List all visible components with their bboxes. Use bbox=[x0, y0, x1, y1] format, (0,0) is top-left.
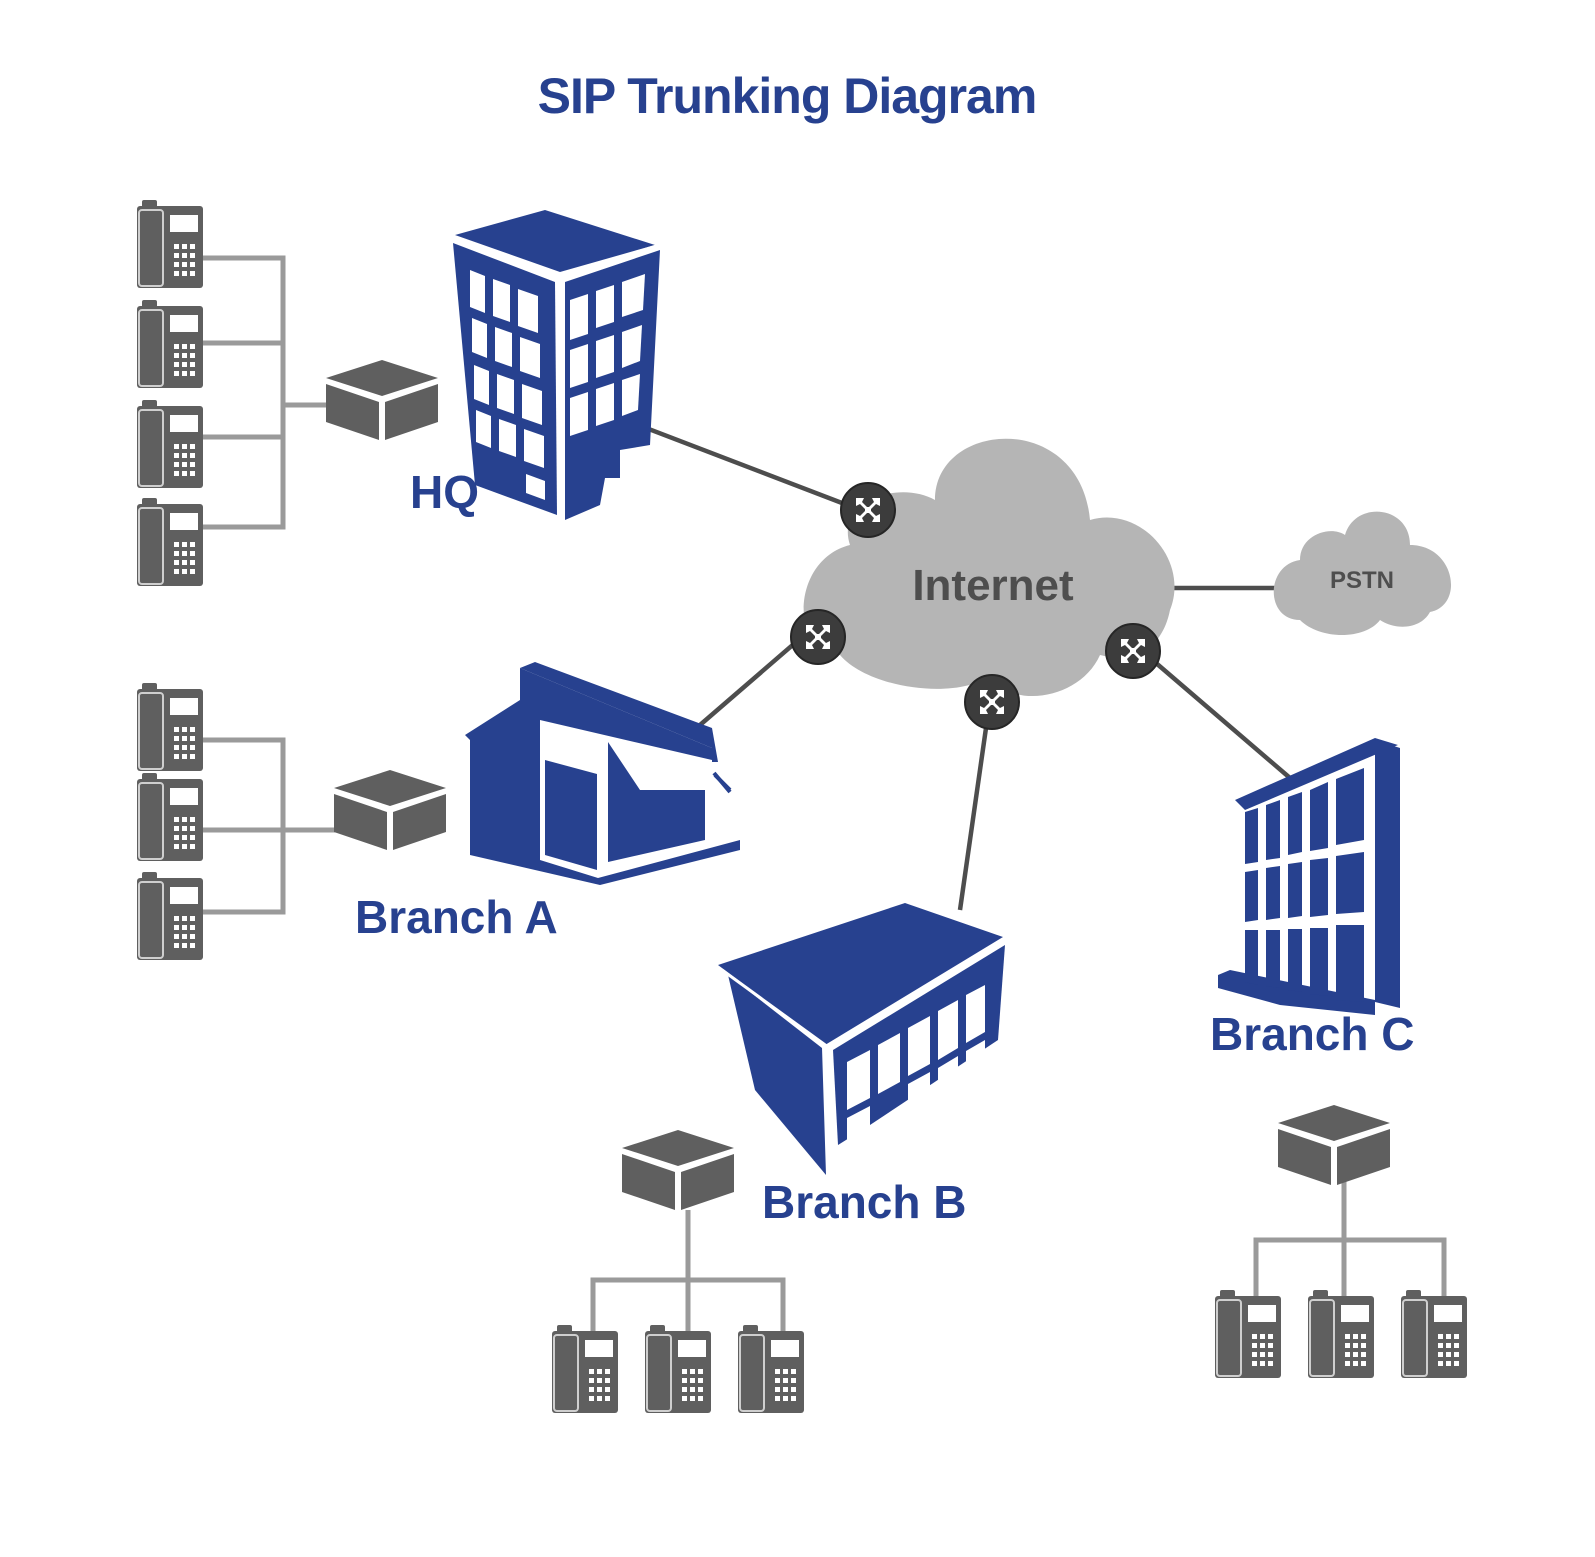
pstn-cloud-icon bbox=[1273, 511, 1452, 635]
branch-a-label: Branch A bbox=[355, 891, 558, 943]
phone-icon bbox=[136, 399, 204, 489]
hq-phone-group bbox=[136, 199, 438, 587]
branch-c-router-icon bbox=[1105, 623, 1161, 679]
branch-b-pbx-box-icon bbox=[622, 1130, 734, 1210]
branch-c-label: Branch C bbox=[1210, 1008, 1414, 1060]
phone-icon bbox=[1214, 1289, 1282, 1379]
branch-b-link bbox=[957, 699, 993, 911]
branch-a-storefront-icon bbox=[465, 662, 740, 885]
branch-c-office-building-icon bbox=[1218, 738, 1400, 1015]
pstn-label: PSTN bbox=[1330, 567, 1394, 594]
branch-a-router-icon bbox=[790, 609, 846, 665]
hq-link bbox=[619, 415, 856, 511]
diagram-title: SIP Trunking Diagram bbox=[538, 68, 1037, 124]
phone-icon bbox=[1400, 1289, 1468, 1379]
phone-icon bbox=[551, 1324, 619, 1414]
branch-a-wiring bbox=[200, 737, 340, 915]
phone-icon bbox=[644, 1324, 712, 1414]
phone-icon bbox=[136, 682, 204, 772]
hq-office-tower-icon bbox=[453, 210, 660, 520]
internet-label: Internet bbox=[912, 561, 1074, 610]
phone-icon bbox=[136, 199, 204, 289]
phone-icon bbox=[136, 299, 204, 389]
branch-c-pbx-box-icon bbox=[1278, 1105, 1390, 1185]
hq-wiring bbox=[200, 255, 330, 530]
phone-icon bbox=[737, 1324, 805, 1414]
branch-a-pbx-box-icon bbox=[334, 770, 446, 850]
phone-icon bbox=[136, 772, 204, 862]
internet-cloud-icon bbox=[803, 438, 1175, 697]
hq-label: HQ bbox=[410, 466, 479, 518]
branch-b-office-block-icon bbox=[718, 903, 1005, 1175]
branch-c-link bbox=[1133, 643, 1292, 780]
phone-icon bbox=[136, 871, 204, 961]
hq-pbx-box-icon bbox=[326, 360, 438, 440]
branch-b-router-icon bbox=[964, 674, 1020, 730]
branch-b-phone-group bbox=[551, 1130, 805, 1414]
hq-router-icon bbox=[840, 482, 896, 538]
phone-icon bbox=[1307, 1289, 1375, 1379]
branch-b-label: Branch B bbox=[762, 1176, 966, 1228]
branch-a-phone-group bbox=[136, 682, 446, 961]
branch-c-phone-group bbox=[1214, 1105, 1468, 1379]
phone-icon bbox=[136, 497, 204, 587]
